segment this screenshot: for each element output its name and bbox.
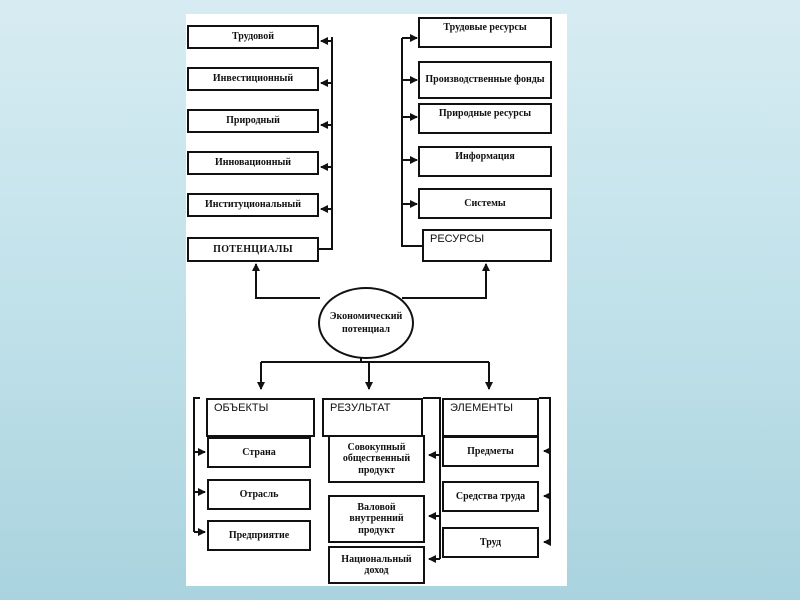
resource-production-funds: Производственные фонды xyxy=(418,61,552,99)
potentials-header: ПОТЕНЦИАЛЫ xyxy=(187,237,319,262)
potential-institutional: Институциональный xyxy=(187,193,319,217)
connector-lines xyxy=(193,34,551,563)
diagram-canvas: Трудовой Инвестиционный Природный Иннова… xyxy=(186,14,567,586)
resource-systems: Системы xyxy=(418,188,552,219)
center-label-line1: Экономический xyxy=(329,311,403,322)
resource-information: Информация xyxy=(418,146,552,177)
element-labor: Труд xyxy=(442,527,539,558)
potential-labor: Трудовой xyxy=(187,25,319,49)
result-aggregate-product: Совокупный общественный продукт xyxy=(328,435,425,483)
object-industry: Отрасль xyxy=(207,479,311,510)
potential-investment: Инвестиционный xyxy=(187,67,319,91)
resource-labor: Трудовые ресурсы xyxy=(418,17,552,48)
result-national-income: Национальный доход xyxy=(328,546,425,584)
potential-natural: Природный xyxy=(187,109,319,133)
result-header: РЕЗУЛЬТАТ xyxy=(322,398,423,437)
center-label-line2: потенциал xyxy=(342,324,390,335)
objects-header: ОБЪЕКТЫ xyxy=(206,398,315,437)
object-enterprise: Предприятие xyxy=(207,520,311,551)
result-gdp: Валовой внутренний продукт xyxy=(328,495,425,543)
resources-header: РЕСУРСЫ xyxy=(422,229,552,262)
element-means-of-labor: Средства труда xyxy=(442,481,539,512)
connector-to-potentials xyxy=(252,263,320,299)
economic-potential-node: Экономический потенциал xyxy=(318,287,414,359)
element-objects: Предметы xyxy=(442,436,539,467)
resource-natural: Природные ресурсы xyxy=(418,103,552,134)
connector-to-resources xyxy=(402,263,490,299)
potential-innovation: Инновационный xyxy=(187,151,319,175)
object-country: Страна xyxy=(207,437,311,468)
elements-header: ЭЛЕМЕНТЫ xyxy=(442,398,539,437)
